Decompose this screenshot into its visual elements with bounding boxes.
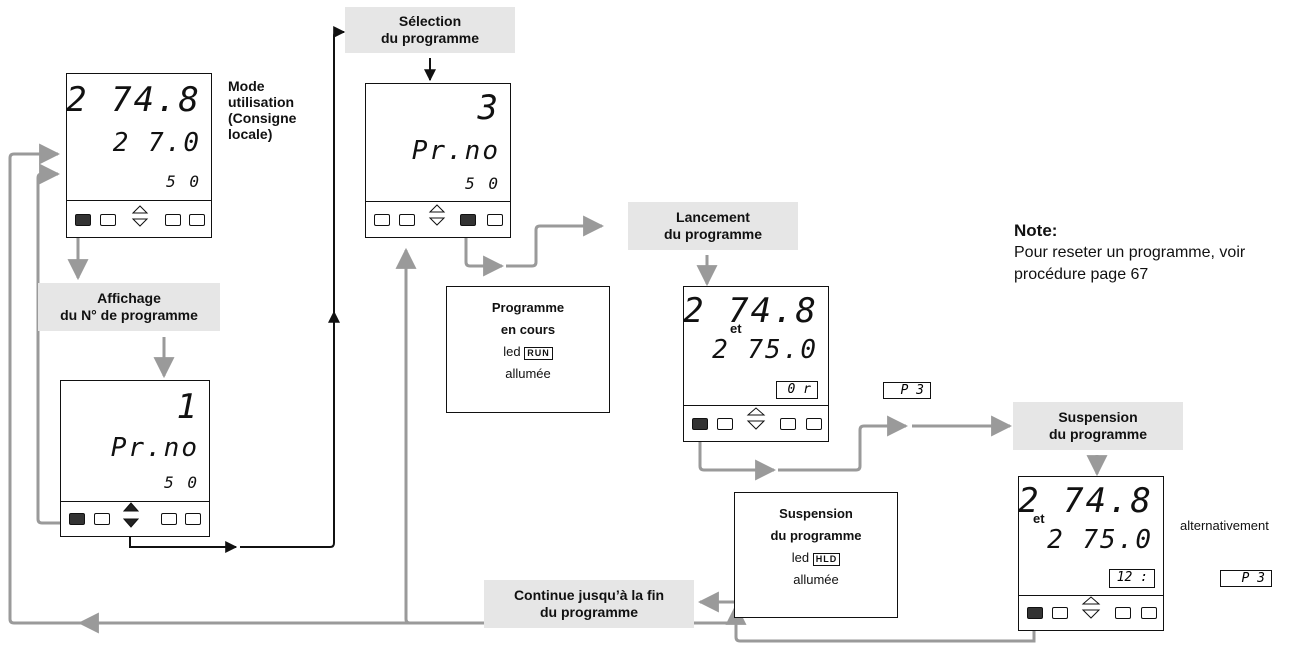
mode-label: Mode utilisation (Consigne locale) xyxy=(228,78,297,142)
hld-led-badge: HLD xyxy=(812,553,841,566)
key-5[interactable] xyxy=(487,214,503,226)
info-program-hold: Suspension du programme led HLD allumée xyxy=(734,492,898,618)
key-2[interactable] xyxy=(100,214,116,226)
display-screen: 2 74.8 2 7.0 5 0 xyxy=(66,74,211,201)
key-2[interactable] xyxy=(399,214,415,226)
display-prno: Pr.no xyxy=(110,433,199,463)
key-4[interactable] xyxy=(780,418,796,430)
display-pv: 2 74.8 xyxy=(66,80,201,120)
note: Note: Pour reseter un programme, voir pr… xyxy=(1014,220,1245,286)
star-key[interactable] xyxy=(69,513,85,525)
key-5[interactable] xyxy=(806,418,822,430)
up-down-keys[interactable] xyxy=(366,199,512,237)
up-down-keys[interactable] xyxy=(684,403,830,441)
arrow-star-to-suspension xyxy=(698,438,777,481)
lancement-label: Lancement du programme xyxy=(628,202,798,250)
keypad xyxy=(67,199,211,237)
arrow-enter-to-lancement xyxy=(464,236,505,277)
key-2[interactable] xyxy=(717,418,733,430)
display-time-box: 12 : xyxy=(1109,569,1155,588)
key-2[interactable] xyxy=(1052,607,1068,619)
note-line-1: Pour reseter un programme, voir xyxy=(1014,244,1246,261)
display-prno: Pr.no xyxy=(411,136,500,166)
key-1[interactable] xyxy=(374,214,390,226)
display-program-number: 3 xyxy=(477,88,500,128)
arrow-return-to-selection xyxy=(395,247,432,625)
selection-label: Sélection du programme xyxy=(345,7,515,53)
display-output: 5 0 xyxy=(164,473,199,492)
loop-arrow-outer xyxy=(8,143,740,625)
display-pv: 2 74.8 xyxy=(683,291,818,331)
continue-label: Continue jusqu’à la fin du programme xyxy=(484,580,694,628)
keypad xyxy=(61,498,209,536)
controller-panel-selection: 3 Pr.no 5 0 xyxy=(365,83,511,238)
key-4[interactable] xyxy=(161,513,177,525)
run-led-badge: RUN xyxy=(524,347,553,360)
display-program-number: 1 xyxy=(176,387,199,427)
key-2[interactable] xyxy=(94,513,110,525)
arrow-hold-return xyxy=(725,603,1036,643)
display-output: 5 0 xyxy=(166,172,201,191)
display-screen: 3 Pr.no 5 0 xyxy=(366,84,510,202)
alt-program-box-hold: P 3 xyxy=(1220,570,1272,587)
key-5[interactable] xyxy=(189,214,205,226)
display-screen: 2 74.8 et 2 75.0 12 : xyxy=(1018,477,1163,596)
controller-panel-hold: 2 74.8 et 2 75.0 12 : xyxy=(1018,476,1164,631)
et-label: et xyxy=(730,321,742,336)
keypad xyxy=(1019,592,1163,630)
key-5[interactable] xyxy=(1141,607,1157,619)
loop-arrow-inner xyxy=(36,163,74,525)
note-title: Note: xyxy=(1014,221,1058,240)
display-segment-box: 0 r xyxy=(776,381,818,399)
display-screen: 2 74.8 et 2 75.0 0 r xyxy=(683,287,828,406)
controller-panel-mode: 2 74.8 2 7.0 5 0 xyxy=(66,73,212,238)
keypad xyxy=(684,403,828,441)
display-sp: 2 75.0 xyxy=(712,335,818,365)
info-program-running: Programme en cours led RUN allumée xyxy=(446,286,610,413)
enter-key[interactable] xyxy=(460,214,476,226)
key-4[interactable] xyxy=(1115,607,1131,619)
affichage-label: Affichage du N° de programme xyxy=(38,283,220,331)
up-down-keys[interactable] xyxy=(61,498,211,536)
arrow-to-selection xyxy=(240,310,340,548)
star-key[interactable] xyxy=(75,214,91,226)
star-key[interactable] xyxy=(1027,607,1043,619)
key-4[interactable] xyxy=(165,214,181,226)
alt-program-box-running: P 3 xyxy=(883,382,931,399)
alternativement-label: alternativement xyxy=(1180,518,1269,533)
controller-panel-running: 2 74.8 et 2 75.0 0 r xyxy=(683,286,829,442)
note-line-2: procédure page 67 xyxy=(1014,266,1149,283)
display-sp: 2 75.0 xyxy=(1047,525,1153,555)
star-key[interactable] xyxy=(692,418,708,430)
keypad xyxy=(366,199,510,237)
display-screen: 1 Pr.no 5 0 xyxy=(61,381,209,502)
display-pv: 2 74.8 xyxy=(1018,481,1153,521)
display-output: 5 0 xyxy=(465,174,500,193)
suspension-label: Suspension du programme xyxy=(1013,402,1183,450)
up-down-keys[interactable] xyxy=(67,199,213,237)
up-down-keys[interactable] xyxy=(1019,592,1165,630)
et-label: et xyxy=(1033,511,1045,526)
controller-panel-program-number: 1 Pr.no 5 0 xyxy=(60,380,210,537)
display-sp: 2 7.0 xyxy=(112,128,201,158)
key-5[interactable] xyxy=(185,513,201,525)
